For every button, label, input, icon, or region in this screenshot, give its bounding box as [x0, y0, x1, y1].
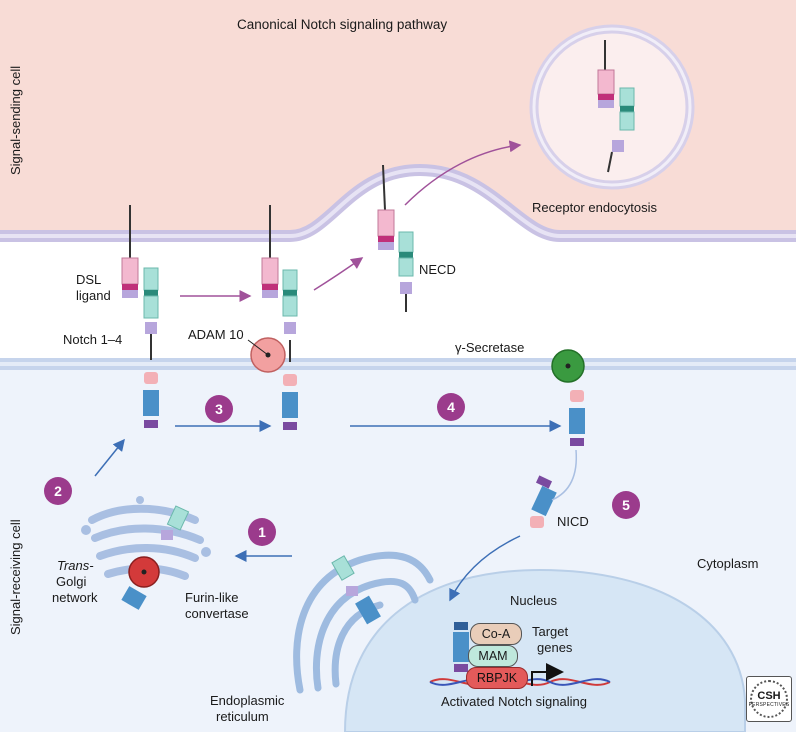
notch-receptor-2 — [282, 269, 298, 430]
dsl-ligand-2 — [261, 205, 279, 298]
arrow-step2 — [94, 438, 125, 477]
coa-protein: Co-A — [470, 623, 522, 645]
csh-logo: CSH PERSPECTIVES — [746, 676, 792, 722]
logo-main-text: CSH — [757, 689, 781, 702]
nicd-fragment — [530, 475, 557, 528]
logo-sub-text: PERSPECTIVES — [748, 701, 790, 708]
target-label-line1: Target — [532, 624, 569, 639]
step-badge-3: 3 — [205, 395, 233, 423]
sending-cell-label: Signal-sending cell — [8, 65, 23, 175]
nuclear-complex — [453, 622, 469, 672]
nucleus — [343, 568, 746, 733]
adam10-enzyme — [247, 337, 286, 373]
step-badge-1: 1 — [248, 518, 276, 546]
notch-receptor-1 — [143, 267, 159, 428]
arrow-to-nucleus — [449, 535, 521, 602]
trans-golgi-label-line2: Golgi — [56, 574, 87, 589]
gamma-secretase-enzyme — [551, 349, 585, 383]
activated-label: Activated Notch signaling — [441, 694, 587, 709]
endocytosis-label: Receptor endocytosis — [532, 200, 658, 215]
trans-golgi-label-line3: network — [52, 590, 98, 605]
cytoplasm-label: Cytoplasm — [697, 556, 759, 571]
furin-enzyme — [128, 556, 160, 588]
arrow-to-necd — [313, 257, 364, 291]
trans-golgi-label-line1: Trans- — [57, 558, 94, 573]
rbpjk-protein: RBPJK — [466, 667, 528, 689]
nucleus-label: Nucleus — [510, 593, 557, 608]
er-label-line2: reticulum — [216, 709, 269, 724]
arrow-transcription — [531, 663, 564, 686]
diagram-title: Canonical Notch signaling pathway — [237, 17, 448, 32]
gamma-secretase-label: γ-Secretase — [455, 340, 525, 355]
notch-receptor-3 — [569, 390, 585, 446]
mam-protein: MAM — [468, 645, 518, 667]
furin-label-line2: convertase — [185, 606, 249, 621]
er-notch — [331, 555, 381, 625]
nicd-label: NICD — [557, 514, 589, 529]
dsl-label-line1: DSL — [76, 272, 102, 287]
step-badge-4: 4 — [437, 393, 465, 421]
notch-label: Notch 1–4 — [63, 332, 123, 347]
target-label-line2: genes — [537, 640, 573, 655]
arrow-endocytosis — [404, 140, 522, 206]
furin-label-line1: Furin-like — [185, 590, 239, 605]
step-badge-5: 5 — [612, 491, 640, 519]
step-badge-2: 2 — [44, 477, 72, 505]
dsl-label-line2: ligand — [76, 288, 111, 303]
receiving-cell-label: Signal-receiving cell — [8, 519, 23, 635]
golgi-notch — [121, 505, 190, 610]
dsl-ligand-1 — [121, 205, 139, 298]
necd-complex — [377, 164, 414, 312]
endocytosed-receptor — [597, 40, 635, 173]
arrow-nicd-release — [551, 449, 578, 501]
er-label-line1: Endoplasmic — [210, 693, 285, 708]
necd-label: NECD — [419, 262, 456, 277]
adam10-label: ADAM 10 — [188, 327, 244, 342]
